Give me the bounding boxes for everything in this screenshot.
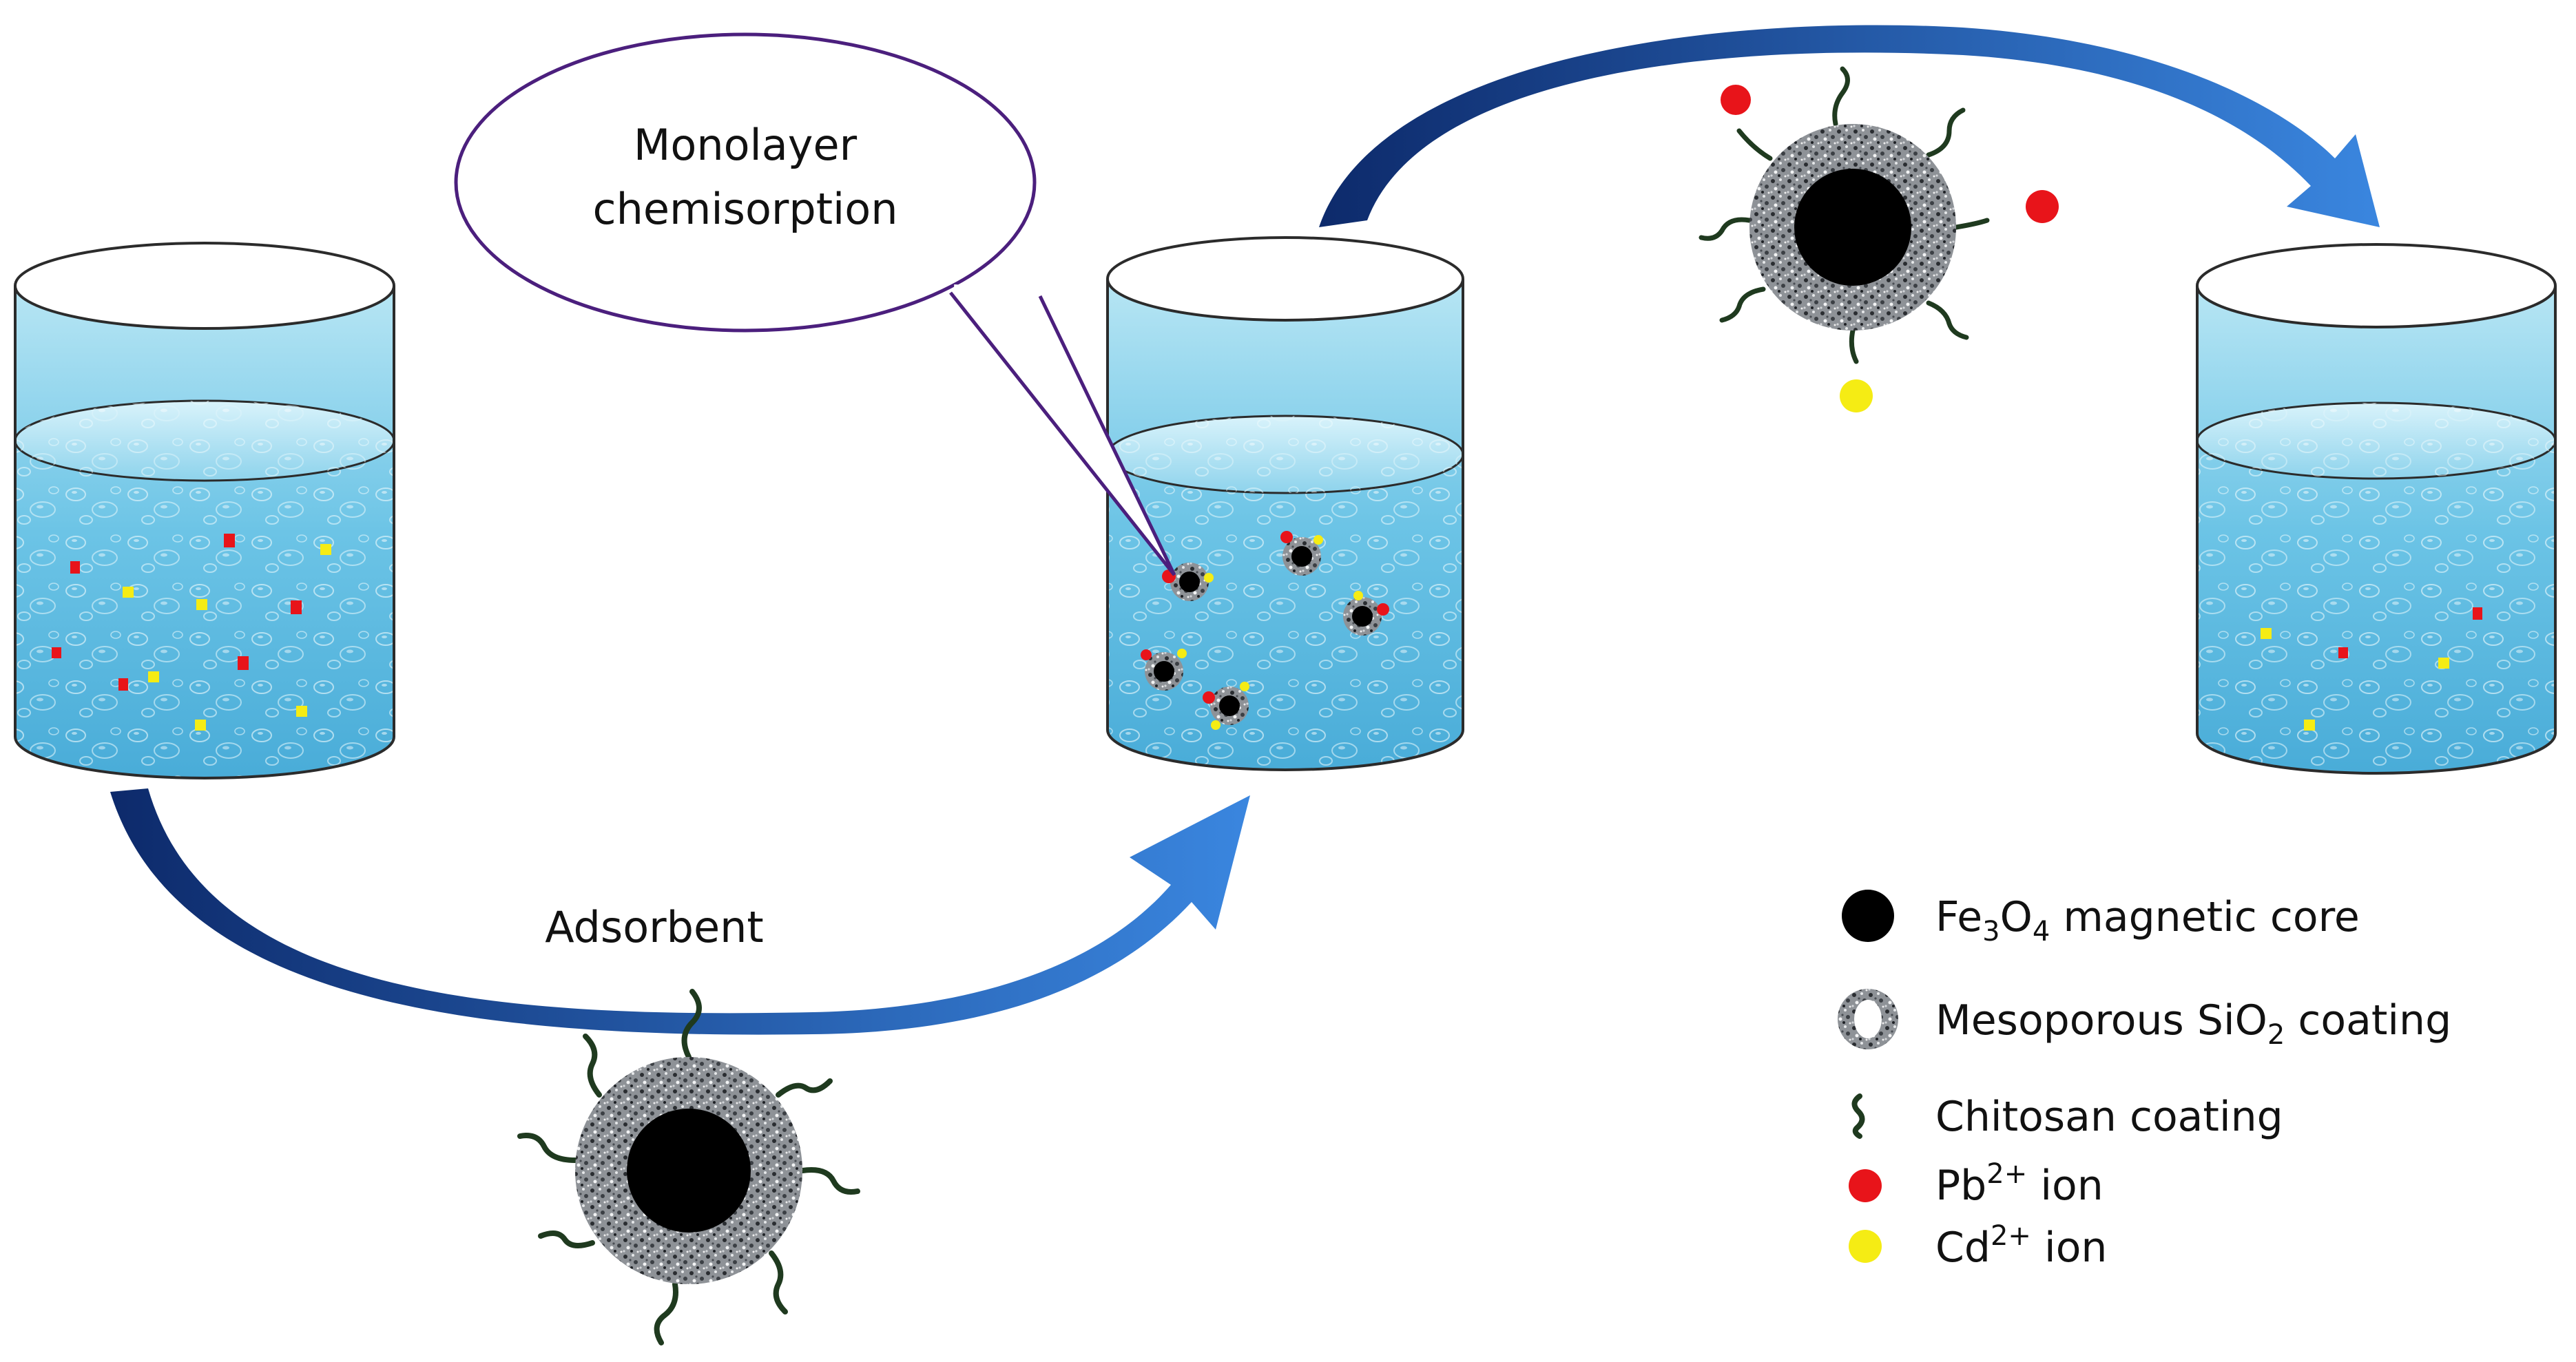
beaker-adsorption	[1106, 236, 1464, 771]
pb-ion-icon	[1849, 1169, 1882, 1202]
legend-cd: Cd2+ ion	[1849, 1220, 2107, 1272]
chitosan-chains	[517, 989, 860, 1345]
cd-ion-marker	[2261, 628, 2272, 639]
legend-silica: Mesoporous SiO2 coating	[1838, 989, 2451, 1051]
pb-ion-marker	[118, 678, 128, 691]
beaker-untreated	[14, 242, 395, 779]
pb-ion	[2026, 190, 2059, 223]
loaded-particle	[1280, 531, 1323, 576]
cd-ion-marker	[2438, 658, 2449, 669]
core-icon	[1842, 890, 1894, 942]
adsorbent-particle-loaded	[1699, 66, 2059, 412]
arrow-adsorbent: Adsorbent	[110, 788, 1250, 1035]
legend-chitosan: Chitosan coating	[1851, 1093, 2283, 1141]
pb-ion-marker	[224, 534, 235, 547]
pb-ion	[1721, 85, 1751, 115]
loaded-particles	[1141, 531, 1389, 730]
legend-core: Fe3O4 magnetic core	[1842, 890, 2360, 947]
cd-ion-marker	[320, 544, 331, 555]
pb-ion-marker	[52, 647, 61, 658]
legend: Fe3O4 magnetic core Mesoporous SiO2 coat…	[1838, 890, 2451, 1272]
magnetic-core	[627, 1109, 751, 1233]
cd-ion-marker	[296, 706, 307, 717]
adsorbent-particle-large	[517, 989, 860, 1345]
callout-line1: Monolayer	[634, 120, 858, 170]
adsorbent-label: Adsorbent	[545, 902, 764, 952]
loaded-particle	[1141, 649, 1187, 691]
callout-bubble: Monolayer chemisorption	[454, 32, 1176, 576]
pb-ion-marker	[291, 600, 302, 614]
pb-ion-marker	[2473, 607, 2482, 620]
callout-line2: chemisorption	[593, 184, 898, 234]
svg-text:Pb2+ ion: Pb2+ ion	[1935, 1158, 2104, 1210]
loaded-particle	[1203, 682, 1249, 730]
cd-ion-marker	[2304, 720, 2315, 731]
pb-ion-marker	[238, 656, 249, 670]
cd-ion-marker	[148, 671, 159, 682]
arrow-separation	[1319, 25, 2380, 227]
svg-text:Cd2+ ion: Cd2+ ion	[1935, 1220, 2107, 1272]
cd-ion-icon	[1849, 1230, 1882, 1263]
loaded-particle	[1343, 591, 1389, 636]
treated-ions	[2261, 607, 2482, 731]
cd-ion-marker	[123, 587, 134, 598]
svg-text:Fe3O4 magnetic core: Fe3O4 magnetic core	[1935, 893, 2360, 947]
cd-ion-marker	[195, 720, 206, 731]
untreated-ions	[52, 534, 331, 731]
svg-text:Chitosan coating: Chitosan coating	[1935, 1093, 2283, 1141]
legend-pb: Pb2+ ion	[1849, 1158, 2104, 1210]
chitosan-chain-icon	[1851, 1093, 1865, 1139]
beaker-treated	[2196, 243, 2557, 775]
pb-ion-marker	[2338, 647, 2348, 658]
pb-ion-marker	[70, 561, 80, 574]
svg-text:Mesoporous SiO2 coating: Mesoporous SiO2 coating	[1935, 996, 2451, 1051]
cd-ion-marker	[196, 599, 207, 610]
cd-ion	[1840, 379, 1873, 412]
